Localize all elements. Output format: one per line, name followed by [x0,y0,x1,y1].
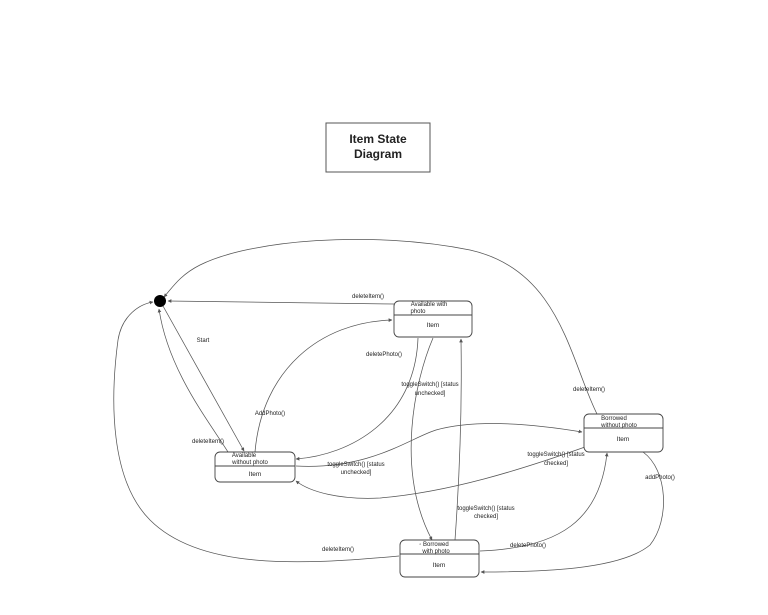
label-delete-available-with: deleteItem() [352,294,384,300]
state-name-line-2: photo [410,309,426,315]
label-toggle-borrowed-without-line-1: toggleSwitch() [status [527,452,584,458]
state-borrowed-with-photo: ◦ Borrowed with photo Item [399,539,480,578]
label-toggle-available-without-line-2: unchecked] [341,470,372,476]
edge-delete-available-without [157,308,229,453]
edge-add-photo-borrowed [480,451,664,574]
edge-delete-borrowed-without [163,239,598,415]
edge-delete-borrowed-with [113,300,400,563]
edge-delete-photo-available [295,337,419,461]
state-available-without-photo: Available without photo Item [214,451,296,483]
edge-start [162,305,245,452]
state-name-line-2: without photo [231,460,268,466]
label-add-photo-borrowed: addPhoto() [645,475,675,481]
transition-labels: Start deleteItem() deletePhoto() AddPhot… [192,294,675,553]
state-name-line-1: Borrowed [601,416,627,422]
state-body: Item [617,436,630,443]
label-delete-borrowed-without: deleteItem() [573,387,605,393]
edge-delete-photo-borrowed [479,452,609,552]
edge-toggle-borrowed-without-to-available-without [295,446,586,499]
state-body: Item [433,562,446,569]
transitions [113,239,664,574]
label-toggle-available-with-line-2: unchecked] [415,391,446,397]
edge-toggle-available-with-to-borrowed-with [410,337,434,541]
label-toggle-borrowed-without-line-2: checked] [544,461,568,467]
edge-delete-available-with [167,299,395,305]
label-delete-available-without: deleteItem() [192,439,224,445]
state-name-line-2: without photo [600,423,637,429]
label-delete-photo-borrowed: deletePhoto() [510,543,546,549]
state-name-line-1: ◦ Borrowed [419,542,448,548]
label-toggle-borrowed-with-line-1: toggleSwitch() [status [457,506,514,512]
state-name-line-1: Available [232,453,257,459]
edge-toggle-borrowed-with-to-available-with [454,338,463,541]
label-delete-borrowed-with: deleteItem() [322,547,354,553]
title-box: Item State Diagram [325,122,431,173]
state-name-line-2: with photo [421,549,450,555]
initial-state-dot [154,295,166,307]
state-body: Item [427,322,440,329]
label-add-photo-available: AddPhoto() [255,411,285,417]
title-line-1: Item State [349,132,407,146]
edge-add-photo-available [254,318,393,453]
edge-toggle-available-without-to-borrowed-without [295,423,583,467]
label-start: Start [197,338,210,344]
label-toggle-available-with-line-1: toggleSwitch() [status [401,382,458,388]
label-toggle-borrowed-with-line-2: checked] [474,514,498,520]
state-name-line-1: Available with [411,302,448,308]
state-borrowed-without-photo: Borrowed without photo Item [583,413,664,453]
label-toggle-available-without-line-1: toggleSwitch() [status [327,462,384,468]
state-available-with-photo: Available with photo Item [393,300,473,338]
label-delete-photo-available: deletePhoto() [366,352,402,358]
state-body: Item [249,471,262,478]
title-line-2: Diagram [354,147,402,161]
